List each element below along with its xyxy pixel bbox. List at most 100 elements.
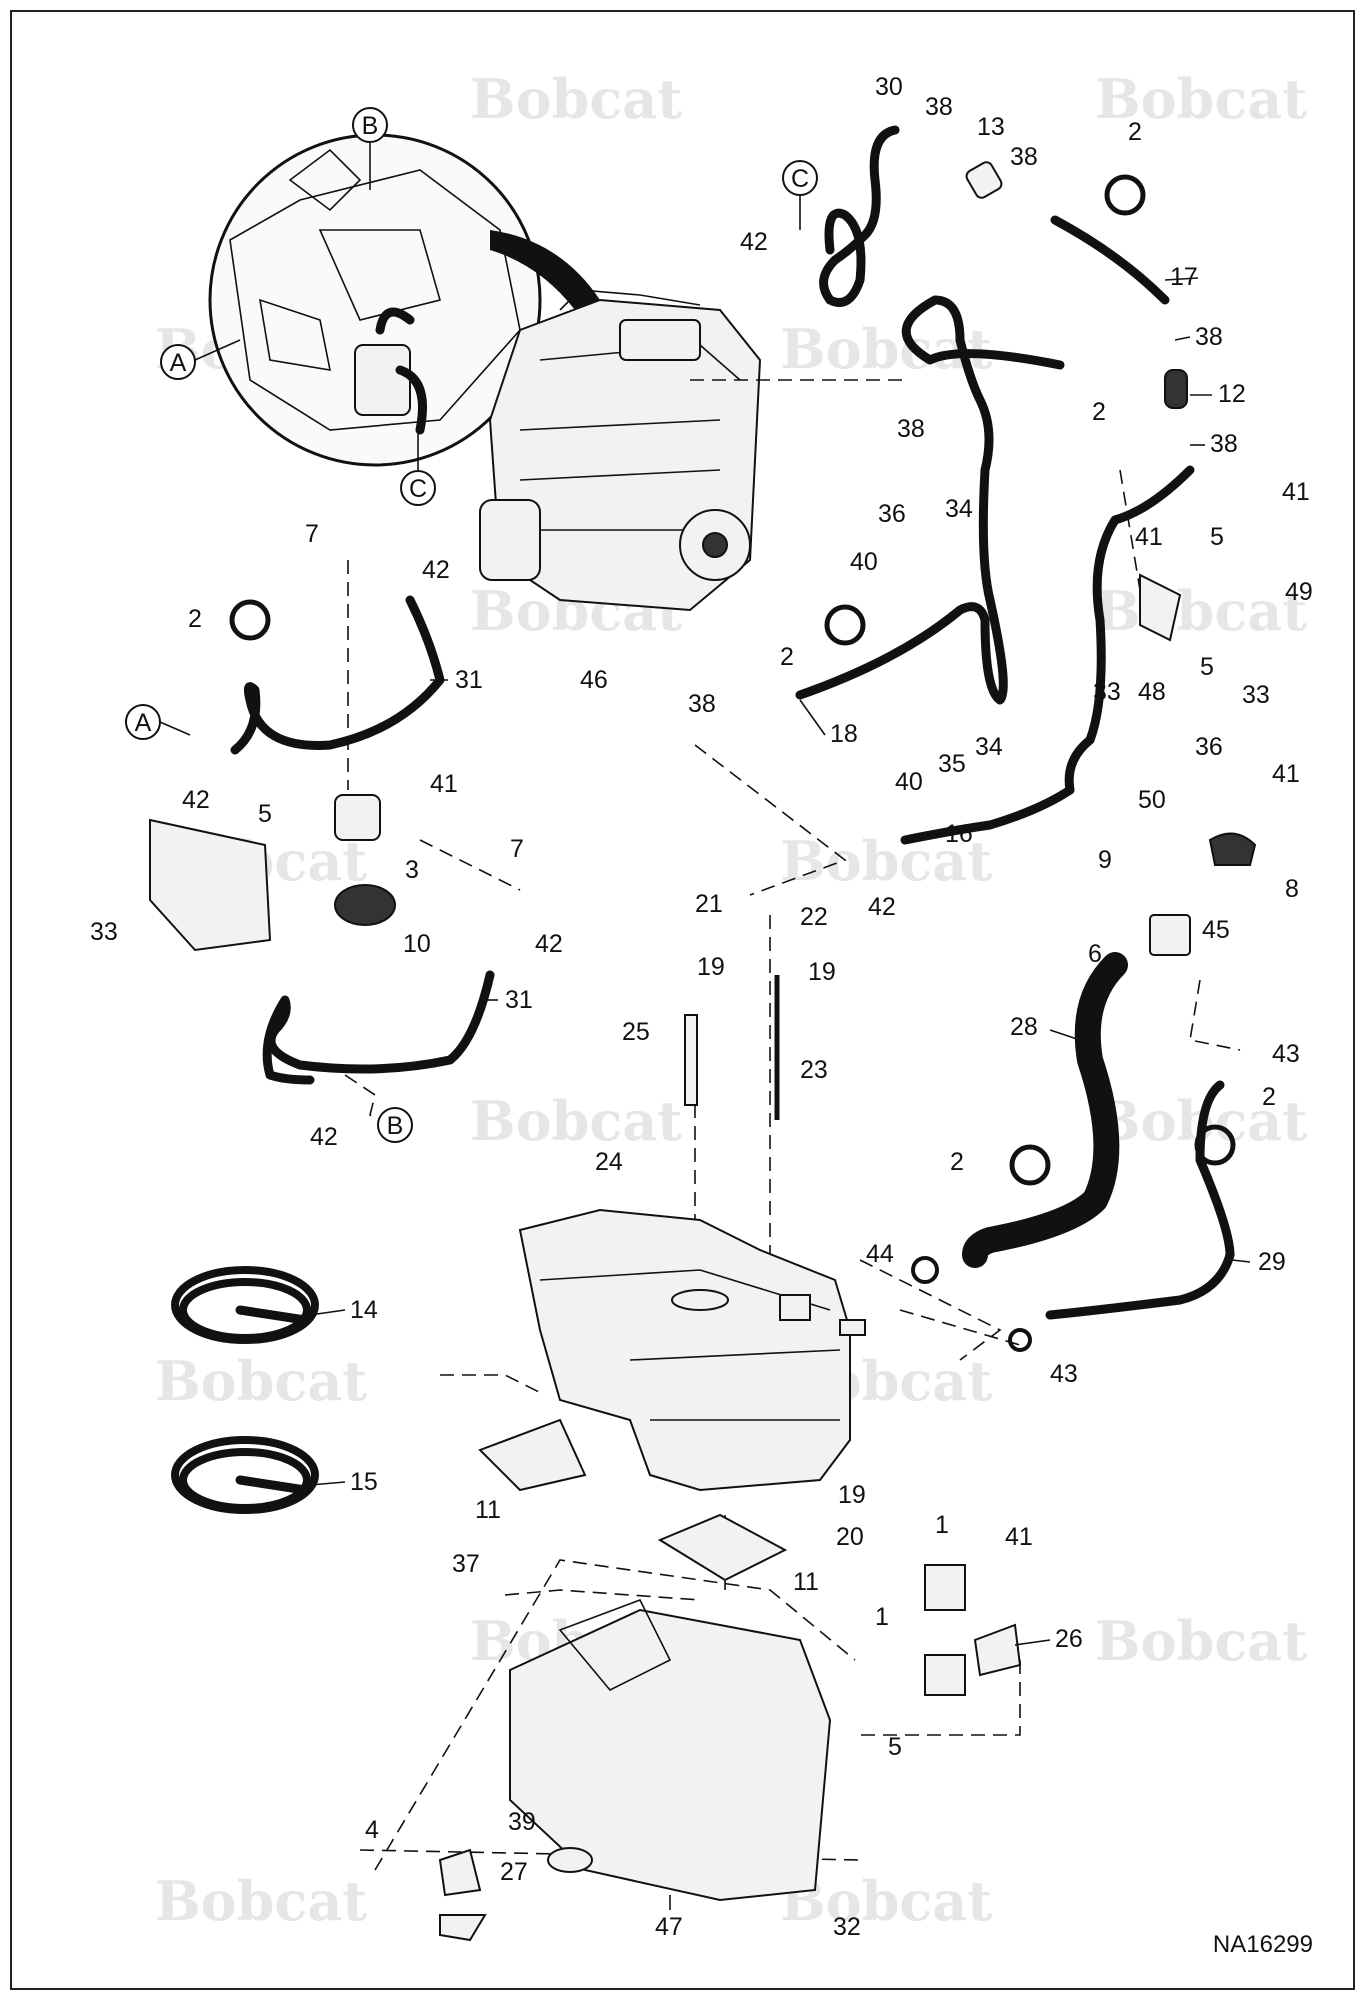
callout-11: 11 bbox=[475, 1496, 501, 1524]
fuel-lines bbox=[230, 125, 1235, 1320]
callout-1: 1 bbox=[875, 1603, 889, 1631]
clamp-2 bbox=[824, 604, 866, 646]
hose-coil-15 bbox=[171, 1436, 319, 1514]
callout-28: 28 bbox=[1010, 1013, 1038, 1041]
callout-36: 36 bbox=[1195, 733, 1223, 761]
callout-21: 21 bbox=[695, 890, 723, 918]
callout-10: 10 bbox=[403, 930, 431, 958]
callout-42: 42 bbox=[422, 556, 450, 584]
callout-17: 17 bbox=[1170, 263, 1198, 291]
callout-1: 1 bbox=[935, 1511, 949, 1539]
detail-ref-A: A bbox=[135, 709, 152, 737]
callout-2: 2 bbox=[1092, 398, 1106, 426]
clamp-2 bbox=[1194, 1124, 1236, 1166]
watermark-text: Bobcat bbox=[470, 1089, 682, 1153]
detail-view bbox=[208, 133, 600, 467]
callout-41: 41 bbox=[1135, 523, 1163, 551]
tank-shield bbox=[509, 1598, 832, 1902]
fuel-line-31-upper bbox=[230, 595, 445, 755]
detail-ref-B: B bbox=[362, 112, 379, 140]
clamp-2 bbox=[1009, 1144, 1051, 1186]
callout-38: 38 bbox=[1210, 430, 1238, 458]
callout-38: 38 bbox=[688, 690, 716, 718]
callout-42: 42 bbox=[182, 786, 210, 814]
callout-2: 2 bbox=[1128, 118, 1142, 146]
callout-38: 38 bbox=[925, 93, 953, 121]
callout-38: 38 bbox=[1010, 143, 1038, 171]
callout-26: 26 bbox=[1055, 1625, 1083, 1653]
pad-11 bbox=[657, 1513, 788, 1582]
callout-29: 29 bbox=[1258, 1248, 1286, 1276]
inline-fuel-filter-13 bbox=[965, 161, 1003, 199]
callout-2: 2 bbox=[950, 1148, 964, 1176]
callout-30: 30 bbox=[875, 73, 903, 101]
callout-9: 9 bbox=[1098, 846, 1112, 874]
watermark-text: Bobcat bbox=[155, 1869, 367, 1933]
callout-labels: 30 38 13 38 2 17 38 12 38 42 38 2 41 36 … bbox=[90, 73, 1313, 1941]
callout-34: 34 bbox=[945, 495, 973, 523]
callout-18: 18 bbox=[830, 720, 858, 748]
callout-8: 8 bbox=[1285, 875, 1299, 903]
callout-41: 41 bbox=[1282, 478, 1310, 506]
callout-27: 27 bbox=[500, 1858, 528, 1886]
callout-38: 38 bbox=[897, 415, 925, 443]
clamp-2 bbox=[1104, 174, 1146, 216]
callout-2: 2 bbox=[780, 643, 794, 671]
callout-23: 23 bbox=[800, 1056, 828, 1084]
watermark-text: Bobcat bbox=[1095, 579, 1307, 643]
callout-3: 3 bbox=[405, 856, 419, 884]
callout-42: 42 bbox=[535, 930, 563, 958]
callout-39: 39 bbox=[508, 1808, 536, 1836]
callout-50: 50 bbox=[1138, 786, 1166, 814]
callout-36: 36 bbox=[878, 500, 906, 528]
filler-hose-28 bbox=[962, 952, 1128, 1268]
callout-42: 42 bbox=[740, 228, 768, 256]
callout-5: 5 bbox=[888, 1733, 902, 1761]
callout-24: 24 bbox=[595, 1148, 623, 1176]
fuel-cap-8 bbox=[1208, 832, 1257, 866]
callout-2: 2 bbox=[188, 605, 202, 633]
detail-ref-C: C bbox=[791, 165, 809, 193]
heat-shield-11 bbox=[478, 1418, 587, 1492]
clamp-43 bbox=[1008, 1328, 1032, 1352]
detail-ref-A: A bbox=[170, 349, 187, 377]
callout-34: 34 bbox=[975, 733, 1003, 761]
callout-43: 43 bbox=[1050, 1360, 1078, 1388]
callout-16: 16 bbox=[945, 820, 973, 848]
callout-7: 7 bbox=[510, 835, 524, 863]
bracket-27 bbox=[438, 1848, 482, 1897]
watermark-text: Bobcat bbox=[1095, 1609, 1307, 1673]
callout-41: 41 bbox=[1272, 760, 1300, 788]
callout-48: 48 bbox=[1138, 678, 1166, 706]
clamp-44 bbox=[911, 1256, 939, 1284]
callout-37: 37 bbox=[452, 1550, 480, 1578]
callout-33: 33 bbox=[1093, 678, 1121, 706]
detail-references: B A C C A B bbox=[125, 107, 818, 1143]
callout-19: 19 bbox=[697, 953, 725, 981]
fuel-line-17 bbox=[1050, 215, 1170, 305]
callout-41: 41 bbox=[430, 770, 458, 798]
watermark-text: Bobcat bbox=[470, 67, 682, 131]
leader-lines bbox=[309, 277, 1251, 1910]
callout-11: 11 bbox=[793, 1568, 819, 1596]
filter-head-3 bbox=[334, 794, 381, 841]
callout-44: 44 bbox=[866, 1240, 894, 1268]
detail-arrow bbox=[490, 230, 600, 310]
callout-5: 5 bbox=[258, 800, 272, 828]
engine-assembly bbox=[479, 289, 762, 612]
callout-7: 7 bbox=[305, 520, 319, 548]
callout-43: 43 bbox=[1272, 1040, 1300, 1068]
callout-15: 15 bbox=[350, 1468, 378, 1496]
callout-19: 19 bbox=[838, 1481, 866, 1509]
callout-41: 41 bbox=[1005, 1523, 1033, 1551]
fuel-tank bbox=[518, 1208, 866, 1492]
drawing-code: NA16299 bbox=[1213, 1931, 1313, 1958]
watermark-text: Bobcat bbox=[780, 829, 992, 893]
callout-45: 45 bbox=[1202, 916, 1230, 944]
watermark-text: Bobcat bbox=[155, 1349, 367, 1413]
filler-neck-6 bbox=[1149, 914, 1191, 956]
callout-46: 46 bbox=[580, 666, 608, 694]
clip-26 bbox=[973, 1623, 1022, 1677]
callout-20: 20 bbox=[836, 1523, 864, 1551]
